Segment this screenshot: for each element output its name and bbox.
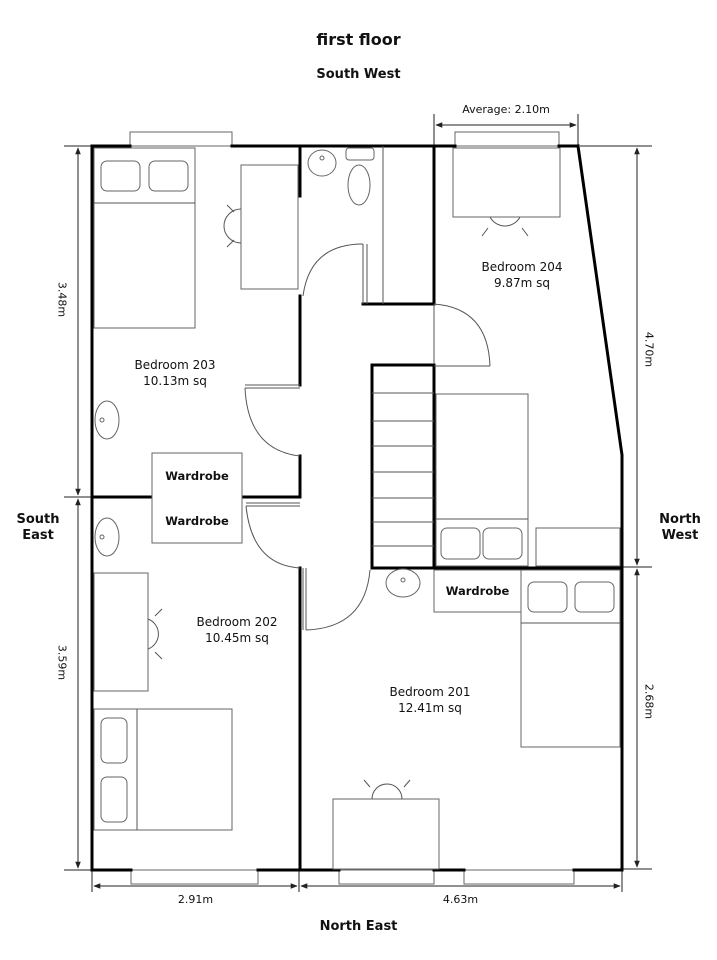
bathroom-fixtures bbox=[307, 147, 375, 206]
room-label-201: Bedroom 201 12.41m sq bbox=[365, 684, 495, 716]
room-201-area: 12.41m sq bbox=[398, 701, 462, 715]
dimension-bottom-right: 4.63m bbox=[442, 893, 479, 906]
direction-south-west: South West bbox=[316, 67, 401, 82]
wardrobe-label-202: Wardrobe bbox=[165, 514, 229, 528]
room-label-202: Bedroom 202 10.45m sq bbox=[172, 614, 302, 646]
room-203-area: 10.13m sq bbox=[143, 374, 207, 388]
direction-south-east-line2: East bbox=[22, 528, 54, 543]
dimension-left-lower: 3.59m bbox=[55, 644, 69, 681]
windows bbox=[129, 131, 575, 885]
direction-south-east-line1: South bbox=[16, 512, 60, 527]
direction-north-east: North East bbox=[319, 919, 398, 934]
dimension-right-lower: 2.68m bbox=[642, 683, 656, 720]
staircase bbox=[372, 392, 434, 547]
direction-south-east: South East bbox=[10, 512, 66, 544]
dimension-bottom-left: 2.91m bbox=[177, 893, 214, 906]
bedroom-201-furniture bbox=[332, 568, 621, 870]
room-label-204: Bedroom 204 9.87m sq bbox=[457, 259, 587, 291]
room-204-area: 9.87m sq bbox=[493, 276, 551, 290]
direction-north-west: North West bbox=[652, 512, 708, 544]
room-204-name: Bedroom 204 bbox=[481, 260, 563, 274]
room-202-area: 10.45m sq bbox=[205, 631, 269, 645]
dimension-top-average: Average: 2.10m bbox=[462, 103, 550, 116]
direction-north-west-line2: West bbox=[661, 528, 699, 543]
bedroom-203-furniture bbox=[93, 147, 299, 544]
room-203-name: Bedroom 203 bbox=[134, 358, 216, 372]
floor-title: first floor bbox=[316, 30, 401, 49]
room-202-name: Bedroom 202 bbox=[196, 615, 278, 629]
dimension-lines bbox=[64, 114, 652, 892]
walls bbox=[90, 144, 624, 872]
direction-north-west-line1: North bbox=[659, 512, 701, 527]
room-label-203: Bedroom 203 10.13m sq bbox=[110, 357, 240, 389]
doors bbox=[244, 146, 491, 631]
dimension-left-upper: 3.48m bbox=[55, 281, 69, 318]
wardrobe-label-201: Wardrobe bbox=[445, 584, 510, 598]
dimension-right-upper: 4.70m bbox=[642, 331, 656, 368]
bedroom-204-furniture bbox=[435, 147, 621, 567]
room-201-name: Bedroom 201 bbox=[389, 685, 471, 699]
wardrobe-label-203: Wardrobe bbox=[165, 469, 229, 483]
bedroom-202-furniture bbox=[93, 517, 233, 831]
